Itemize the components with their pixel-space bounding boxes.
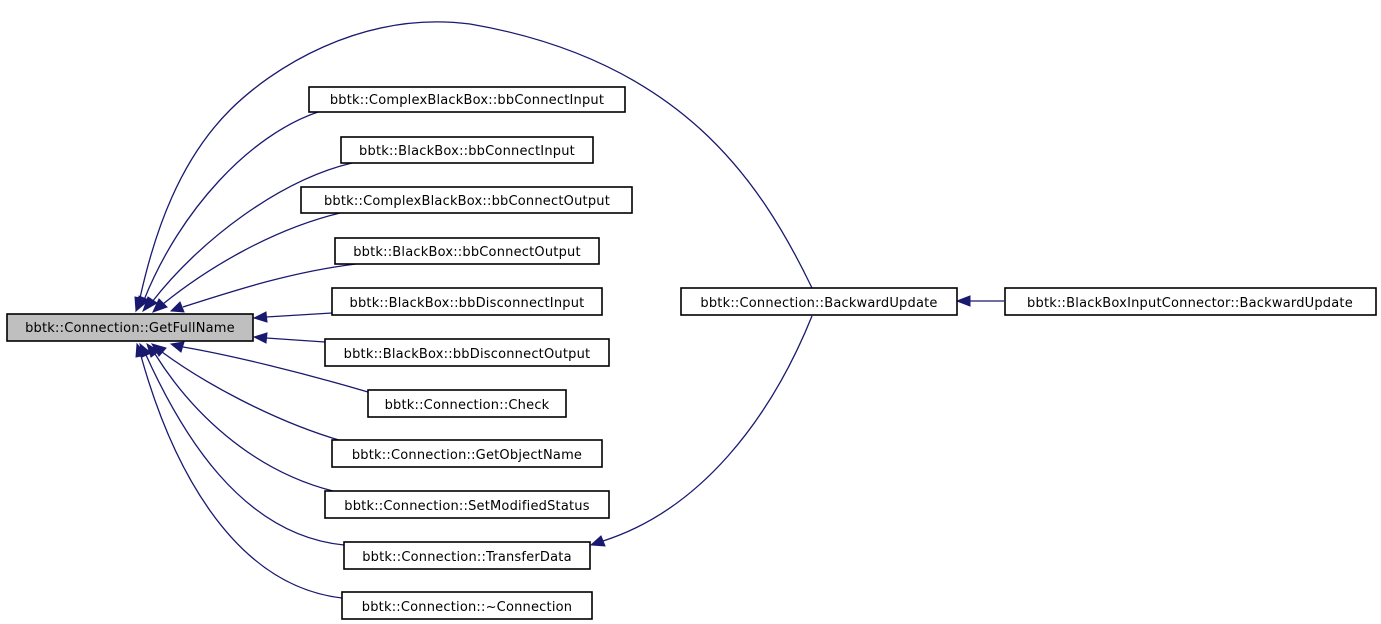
edge-getobjectname-to-getfullname: [150, 343, 343, 442]
edge-bbconnectoutput-complex-to-getfullname: [152, 212, 341, 313]
node-label: bbtk::Connection::BackwardUpdate: [700, 296, 937, 311]
node-getfullname[interactable]: bbtk::Connection::GetFullName: [6, 313, 254, 342]
node-connection-backwardupdate[interactable]: bbtk::Connection::BackwardUpdate: [680, 287, 958, 316]
node-complexblackbox-bbconnectinput[interactable]: bbtk::ComplexBlackBox::bbConnectInput: [308, 86, 626, 113]
edge-bbdisconnectoutput-to-getfullname: [252, 332, 326, 344]
edge-inputconnector-backwardupdate-to-backwardupdate: [955, 295, 1004, 307]
node-connection-setmodifiedstatus[interactable]: bbtk::Connection::SetModifiedStatus: [324, 490, 610, 519]
node-connection-destructor[interactable]: bbtk::Connection::~Connection: [341, 591, 593, 620]
node-label: bbtk::Connection::GetFullName: [25, 321, 235, 336]
node-label: bbtk::BlackBox::bbDisconnectOutput: [344, 347, 591, 362]
node-label: bbtk::Connection::GetObjectName: [352, 448, 582, 463]
edge-bbconnectoutput-to-getfullname: [169, 263, 357, 313]
edge-check-to-getfullname: [169, 341, 369, 393]
node-complexblackbox-bbconnectoutput[interactable]: bbtk::ComplexBlackBox::bbConnectOutput: [300, 186, 633, 214]
edge-destructor-to-getfullname: [135, 342, 343, 599]
edge-bbconnectinput-to-getfullname: [142, 162, 353, 313]
node-label: bbtk::BlackBox::bbConnectInput: [359, 144, 575, 159]
node-connection-getobjectname[interactable]: bbtk::Connection::GetObjectName: [331, 439, 603, 468]
node-label: bbtk::Connection::TransferData: [362, 550, 572, 565]
node-blackboxinputconnector-backwardupdate[interactable]: bbtk::BlackBoxInputConnector::BackwardUp…: [1004, 287, 1377, 316]
node-connection-transferdata[interactable]: bbtk::Connection::TransferData: [343, 541, 591, 570]
edge-backwardupdate-to-getfullname: [134, 21, 813, 313]
edge-transferdata-to-getfullname: [139, 342, 345, 546]
node-label: bbtk::BlackBox::bbDisconnectInput: [350, 296, 585, 311]
node-connection-check[interactable]: bbtk::Connection::Check: [367, 389, 567, 418]
node-label: bbtk::BlackBoxInputConnector::BackwardUp…: [1027, 296, 1353, 311]
node-label: bbtk::ComplexBlackBox::bbConnectInput: [330, 93, 604, 108]
node-blackbox-bbdisconnectinput[interactable]: bbtk::BlackBox::bbDisconnectInput: [331, 287, 603, 316]
edge-setmodifiedstatus-to-getfullname: [146, 342, 334, 492]
node-blackbox-bbconnectoutput[interactable]: bbtk::BlackBox::bbConnectOutput: [334, 237, 600, 265]
edge-bbconnectinput-complex-to-getfullname: [135, 111, 319, 313]
node-label: bbtk::Connection::~Connection: [362, 600, 572, 615]
node-blackbox-bbconnectinput[interactable]: bbtk::BlackBox::bbConnectInput: [340, 136, 594, 164]
edge-backwardupdate-to-transferdata: [589, 315, 813, 547]
node-label: bbtk::BlackBox::bbConnectOutput: [353, 245, 581, 260]
node-label: bbtk::Connection::Check: [385, 398, 550, 413]
node-label: bbtk::Connection::SetModifiedStatus: [344, 499, 589, 514]
node-label: bbtk::ComplexBlackBox::bbConnectOutput: [324, 194, 610, 209]
node-blackbox-bbdisconnectoutput[interactable]: bbtk::BlackBox::bbDisconnectOutput: [324, 338, 610, 367]
edge-bbdisconnectinput-to-getfullname: [252, 311, 333, 323]
